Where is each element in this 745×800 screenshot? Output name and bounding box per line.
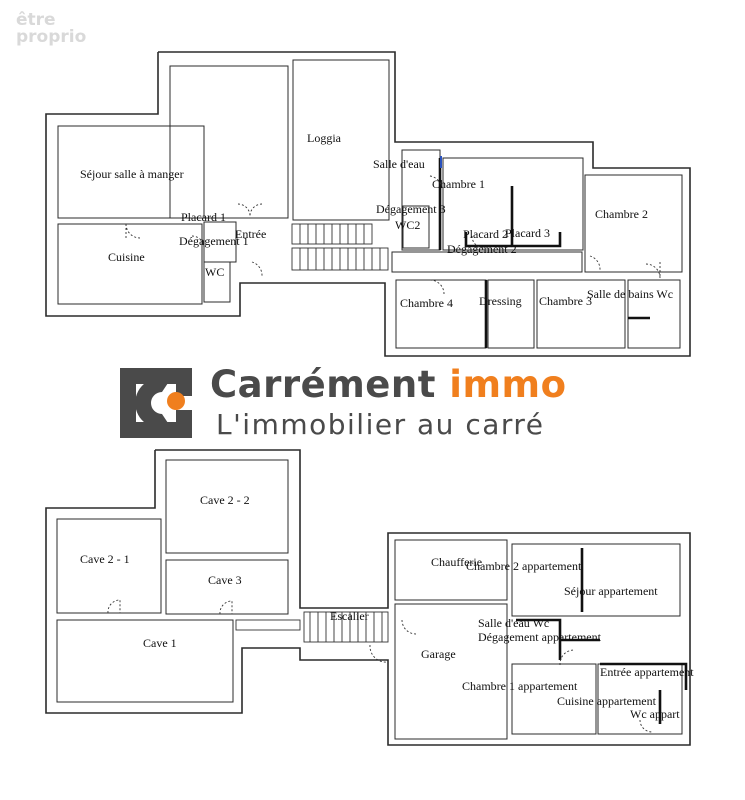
watermark-line-1: être <box>16 10 56 30</box>
label-cave-2-1: Cave 2 - 1 <box>80 552 130 566</box>
label-salle-de-bains: Salle de bains Wc <box>587 287 673 301</box>
room-sejour-ext <box>169 65 289 219</box>
brand-name-part1: Carrément <box>210 363 450 406</box>
watermark-logo: être proprio <box>16 12 86 46</box>
stairs-upper <box>291 223 389 271</box>
label-cave-3: Cave 3 <box>208 573 242 587</box>
label-cave-2-2: Cave 2 - 2 <box>200 493 250 507</box>
label-chaufferie: Chaufferie <box>431 555 482 569</box>
room-garage <box>394 603 508 740</box>
lower-floor: Cave 2 - 2 Cave 2 - 1 Cave 3 Cave 1 Esca… <box>45 449 694 746</box>
room-wc2 <box>402 205 430 249</box>
stairs-lower <box>235 611 389 643</box>
room-dressing <box>487 279 535 349</box>
appart-partitions <box>516 618 688 724</box>
room-cuisine <box>57 223 203 305</box>
label-salle-deau: Salle d'eau <box>373 157 425 171</box>
label-chambre-3: Chambre 3 <box>539 294 592 308</box>
label-cuisine-appart: Cuisine appartement <box>557 694 657 708</box>
brand-tagline: L'immobilier au carré <box>216 408 545 441</box>
room-wc <box>203 261 231 303</box>
doors-lower <box>107 599 653 733</box>
label-chambre-1: Chambre 1 <box>432 177 485 191</box>
doors-upper <box>125 175 661 295</box>
label-chambre-4: Chambre 4 <box>400 296 453 310</box>
room-chambre-2 <box>584 174 683 273</box>
logo-dot-icon <box>167 392 185 410</box>
label-dressing: Dressing <box>479 294 522 308</box>
label-salle-deau-wc: Salle d'eau Wc <box>478 616 549 630</box>
label-degagement-1: Dégagement 1 <box>179 234 249 248</box>
label-cave-1: Cave 1 <box>143 636 177 650</box>
upper-outer-wall <box>45 51 691 357</box>
room-chambre-1 <box>442 157 584 251</box>
room-cave-2-1 <box>56 518 162 614</box>
upper-floor: Séjour salle à manger Loggia Salle d'eau… <box>45 51 691 357</box>
label-cuisine: Cuisine <box>108 250 145 264</box>
room-salle-de-bains <box>627 279 681 349</box>
watermark-line-2: proprio <box>16 27 87 47</box>
label-entree-appart: Entrée appartement <box>600 665 694 679</box>
brand-name-part2: immo <box>449 363 567 406</box>
label-loggia: Loggia <box>307 131 342 145</box>
label-chambre-2: Chambre 2 <box>595 207 648 221</box>
brand-logo-mark <box>120 368 192 438</box>
label-sejour: Séjour salle à manger <box>80 167 184 181</box>
label-garage: Garage <box>421 647 456 661</box>
room-chambre-1-appart <box>511 663 597 735</box>
room-chambre-2-appart <box>511 543 681 617</box>
room-degagement-2 <box>391 251 583 273</box>
label-escalier: Escalier <box>330 609 369 623</box>
label-chambre-1-appart: Chambre 1 appartement <box>462 679 578 693</box>
room-chambre-4 <box>395 279 487 349</box>
room-cave-1 <box>56 619 234 703</box>
label-degagement-3: Dégagement 3 <box>376 202 446 216</box>
placards-wall <box>464 186 562 248</box>
label-wc2: WC2 <box>395 218 420 232</box>
label-degagement-2: Dégagement 2 <box>447 242 517 256</box>
room-chaufferie <box>394 539 508 601</box>
room-loggia <box>292 59 390 221</box>
room-sejour <box>57 125 205 219</box>
label-wc-appart: Wc appart <box>630 707 680 721</box>
label-entree: Entrée <box>235 227 266 241</box>
label-chambre-2-appart: Chambre 2 appartement <box>466 559 582 573</box>
label-degagement-appart: Dégagement appartement <box>478 630 602 644</box>
room-cave-3 <box>165 559 289 615</box>
label-placard-2: Placard 2 <box>463 227 508 241</box>
label-sejour-appart: Séjour appartement <box>564 584 658 598</box>
room-chambre-3 <box>536 279 626 349</box>
logo-c-icon <box>135 378 170 429</box>
brand-name: Carrément immo <box>210 363 567 406</box>
label-placard-1: Placard 1 <box>181 210 226 224</box>
label-placard-3: Placard 3 <box>505 226 550 240</box>
lower-outer-wall <box>45 449 691 746</box>
room-cave-2-2 <box>165 459 289 554</box>
label-wc: WC <box>205 265 224 279</box>
